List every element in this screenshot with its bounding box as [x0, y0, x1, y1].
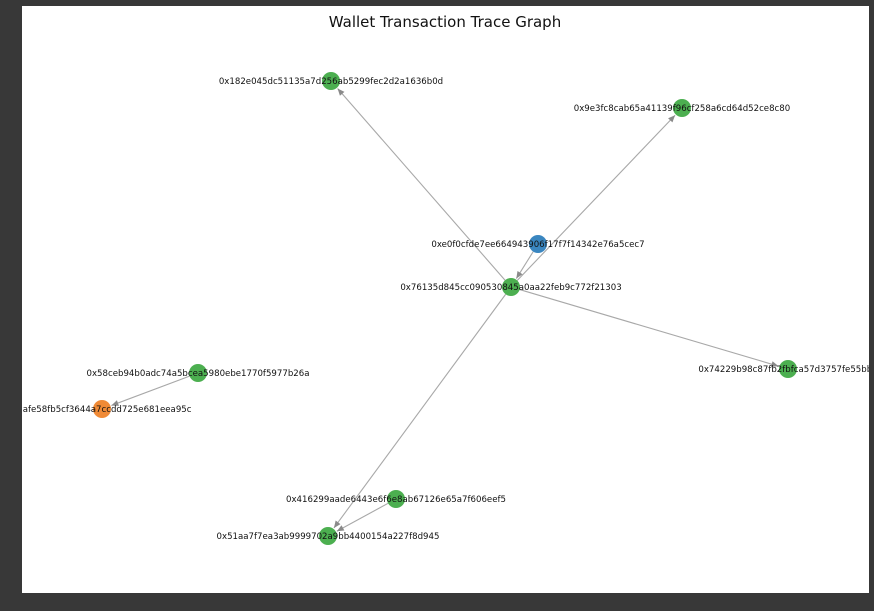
node-label: 0xe0f0cfde7ee664943906f17f7f14342e76a5ce… [431, 240, 644, 250]
edge-arrowhead [516, 271, 523, 279]
node-label: c5afe58fb5cf3644a7ccdd725e681eea95c [22, 405, 192, 415]
graph-title: Wallet Transaction Trace Graph [329, 13, 561, 31]
edge-arrowhead [111, 400, 119, 406]
node-label: 0x76135d845cc090530845a0aa22feb9c772f213… [400, 283, 621, 293]
node-n_e0f0[interactable] [529, 235, 547, 253]
node-label: 0x416299aade6443e6f6e8ab67126e65a7f606ee… [286, 495, 506, 505]
edge-n_7613-to-n_7422 [519, 289, 779, 367]
edge-n_4162-to-n_51aa [336, 502, 389, 532]
edge-arrowhead [668, 115, 676, 123]
edge-arrowhead [333, 520, 341, 528]
node-n_7613[interactable] [502, 278, 520, 296]
node-label: 0x9e3fc8cab65a41139f96cf258a6cd64d52ce8c… [574, 104, 790, 114]
label-layer: 0xe0f0cfde7ee664943906f17f7f14342e76a5ce… [22, 77, 869, 542]
edge-arrowhead [770, 361, 779, 368]
node-label: 0x51aa7f7ea3ab9999702a9bb4400154a227f8d9… [217, 532, 440, 542]
node-n_182e[interactable] [322, 72, 340, 90]
edge-n_7613-to-n_182e [337, 88, 506, 281]
node-n_58ce[interactable] [189, 364, 207, 382]
node-label: 0x74229b98c87fb2fbfca57d3757fe55bb7 [698, 365, 869, 375]
node-n_c5af[interactable] [93, 400, 111, 418]
edge-n_7613-to-n_51aa [333, 293, 507, 529]
edge-layer [111, 88, 779, 532]
node-label: 0x58ceb94b0adc74a5bcea5980ebe1770f5977b2… [87, 369, 310, 379]
node-layer [93, 72, 797, 545]
node-label: 0x182e045dc51135a7d256ab5299fec2d2a1636b… [219, 77, 443, 87]
node-n_4162[interactable] [387, 490, 405, 508]
node-n_7422[interactable] [779, 360, 797, 378]
edge-n_58ce-to-n_c5af [111, 375, 190, 407]
edge-n_7613-to-n_9e3f [516, 114, 676, 281]
edge-arrowhead [336, 525, 345, 532]
node-n_9e3f[interactable] [673, 99, 691, 117]
edge-arrowhead [337, 88, 345, 96]
transaction-graph: Wallet Transaction Trace Graph 0xe0f0cfd… [22, 13, 869, 545]
graph-figure: Wallet Transaction Trace Graph 0xe0f0cfd… [22, 6, 869, 593]
node-n_51aa[interactable] [319, 527, 337, 545]
